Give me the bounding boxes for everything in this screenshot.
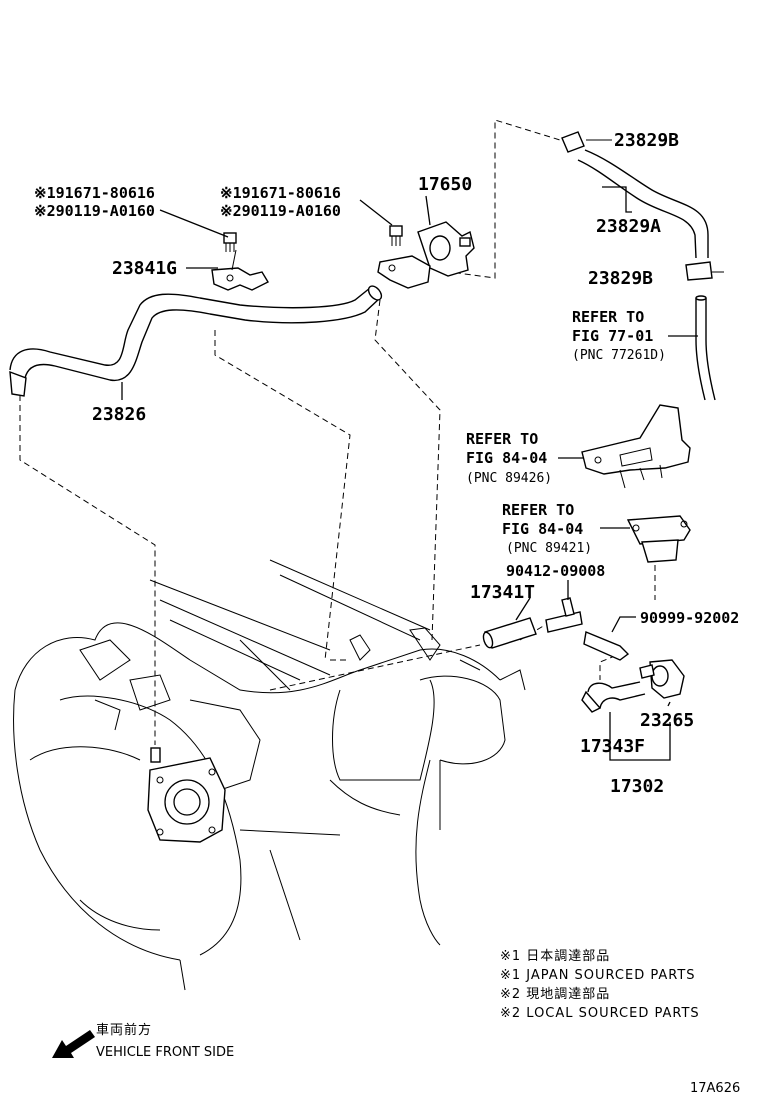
- hose-17341T: [482, 617, 537, 649]
- label-refer77-line2: FIG 77-01: [572, 327, 653, 345]
- label-90412-09008: 90412-09008: [506, 562, 605, 580]
- label-left-bolt-1: ※191671-80616: [34, 184, 155, 202]
- label-refer84a-line1: REFER TO: [466, 430, 538, 448]
- label-left-bolt-2: ※290119-A0160: [34, 202, 155, 220]
- clamp-23841G: [211, 249, 269, 291]
- front-side-indicator: 車両前方 VEHICLE FRONT SIDE: [52, 1022, 234, 1060]
- vsv-17650: [377, 221, 475, 289]
- sensor-89421: [626, 515, 691, 563]
- engine-outline: [13, 559, 526, 991]
- bolt-left: [223, 232, 237, 252]
- front-arrow-icon: [52, 1030, 95, 1058]
- label-17650: 17650: [418, 174, 472, 195]
- legend-notes: ※1 日本調達部品 ※1 JAPAN SOURCED PARTS ※2 現地調達…: [500, 949, 700, 1021]
- leader-lines: [121, 186, 698, 761]
- label-refer84a-line3: (PNC 89426): [466, 471, 552, 486]
- note-1-jp: ※1 日本調達部品: [500, 949, 610, 964]
- label-refer84b-line3: (PNC 89421): [506, 541, 592, 556]
- hose-17343F: [581, 681, 646, 713]
- label-refer84b-line2: FIG 84-04: [502, 520, 583, 538]
- note-2-en: ※2 LOCAL SOURCED PARTS: [500, 1006, 700, 1021]
- label-23841G: 23841G: [112, 258, 177, 279]
- hose-23829A: [561, 131, 724, 281]
- label-23829A: 23829A: [596, 216, 661, 237]
- note-2-jp: ※2 現地調達部品: [500, 987, 610, 1002]
- label-mid-bolt-2: ※290119-A0160: [220, 202, 341, 220]
- tee-90412: [545, 597, 583, 633]
- bracket-89426: [581, 404, 691, 489]
- orientation-en: VEHICLE FRONT SIDE: [96, 1045, 234, 1060]
- orientation-jp: 車両前方: [96, 1022, 152, 1038]
- label-refer84a-line2: FIG 84-04: [466, 449, 547, 467]
- label-90999-92002: 90999-92002: [640, 609, 739, 627]
- label-23829B-top: 23829B: [614, 130, 679, 151]
- label-17341T: 17341T: [470, 582, 535, 603]
- label-17343F: 17343F: [580, 736, 645, 757]
- hose-90999: [583, 631, 630, 661]
- label-23826: 23826: [92, 404, 146, 425]
- label-refer84b-line1: REFER TO: [502, 501, 574, 519]
- labels: 23829B 23829A 23829B REFER TO FIG 77-01 …: [34, 130, 739, 797]
- label-mid-bolt-1: ※191671-80616: [220, 184, 341, 202]
- label-refer77-line3: (PNC 77261D): [572, 348, 666, 363]
- label-17302: 17302: [610, 776, 664, 797]
- bolt-mid: [389, 225, 403, 246]
- label-refer77-line1: REFER TO: [572, 308, 644, 326]
- filter-23265: [639, 659, 685, 699]
- label-23265: 23265: [640, 710, 694, 731]
- pipe-refer-77: [695, 295, 716, 401]
- throttle-flange: [147, 747, 226, 843]
- hose-23826: [9, 285, 383, 397]
- label-23829B-bottom: 23829B: [588, 268, 653, 289]
- note-1-en: ※1 JAPAN SOURCED PARTS: [500, 968, 696, 983]
- figure-code: 17A626: [690, 1081, 740, 1096]
